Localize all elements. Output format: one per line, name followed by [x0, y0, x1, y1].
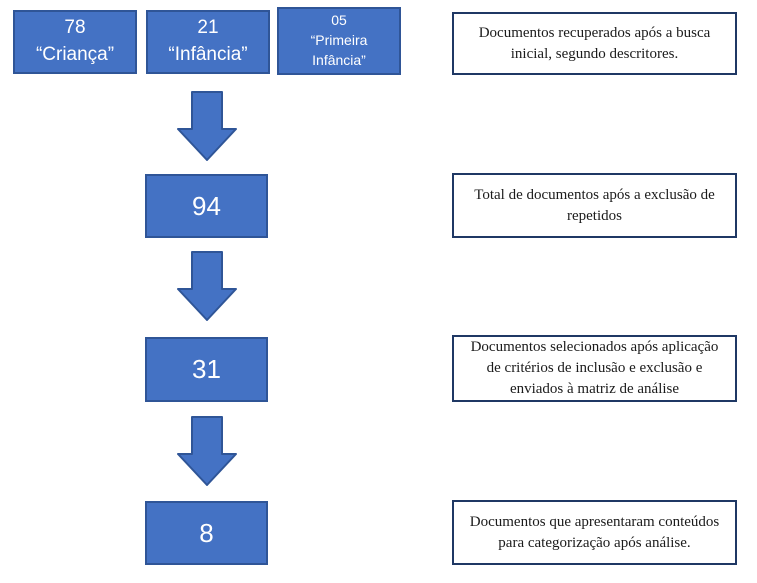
down-arrow-icon — [177, 416, 237, 486]
source-count: 21 — [197, 17, 219, 39]
source-term: “Infância” — [168, 44, 248, 65]
total-box-94: 94 — [145, 174, 268, 238]
down-arrow-icon — [177, 251, 237, 321]
source-box-primeira-infancia: 05 “Primeira Infância” — [277, 7, 401, 75]
source-term: “Primeira Infância” — [310, 32, 368, 68]
note-categorization: Documentos que apresentaram conteúdos pa… — [452, 500, 737, 565]
source-term: “Criança” — [35, 44, 115, 65]
total-value: 31 — [192, 354, 221, 384]
source-box-crianca: 78 “Criança” — [13, 10, 137, 74]
total-value: 94 — [192, 190, 221, 221]
note-text: Documentos que apresentaram conteúdos pa… — [469, 513, 720, 551]
note-inclusion-criteria: Documentos selecionados após aplicação d… — [452, 335, 737, 402]
note-text: Documentos recuperados após a busca inic… — [478, 24, 711, 62]
total-value: 8 — [199, 517, 214, 548]
down-arrow-icon — [177, 91, 237, 161]
note-text: Total de documentos após a exclusão de r… — [474, 186, 715, 224]
source-box-infancia: 21 “Infância” — [146, 10, 270, 74]
source-count: 78 — [64, 17, 86, 39]
total-box-31: 31 — [145, 337, 268, 402]
note-text: Documentos selecionados após aplicação d… — [470, 339, 719, 397]
source-count: 05 — [331, 12, 347, 29]
note-after-duplicates: Total de documentos após a exclusão de r… — [452, 173, 737, 238]
note-initial-search: Documentos recuperados após a busca inic… — [452, 12, 737, 75]
total-box-8: 8 — [145, 501, 268, 565]
